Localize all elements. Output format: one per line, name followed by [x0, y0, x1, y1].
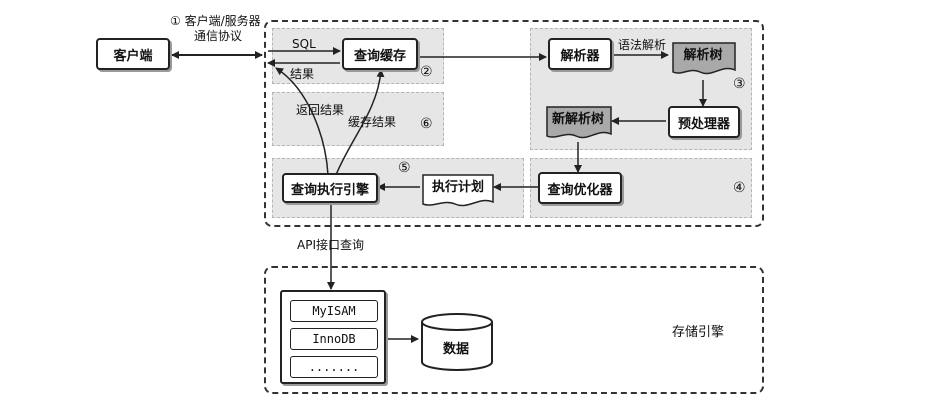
data-label: 数据 — [442, 342, 469, 357]
engine-myisam-label: MyISAM — [312, 304, 356, 318]
step-5: ⑤ — [398, 160, 411, 176]
new-parse-tree-shape — [546, 106, 612, 139]
parse-tree-shape — [672, 42, 736, 75]
engine-more: ....... — [290, 356, 378, 378]
exec-plan-shape — [422, 174, 494, 207]
query-cache-label: 查询缓存 — [353, 48, 406, 64]
client-node: 客户端 — [96, 38, 170, 70]
protocol-label-line2: 通信协议 — [194, 29, 243, 43]
data-node: 数据 — [420, 312, 493, 372]
new-parse-tree-node: 新解析树 — [544, 104, 612, 144]
api-query-label: API接口查询 — [297, 238, 364, 252]
step-3: ③ — [733, 76, 746, 92]
parser-node: 解析器 — [548, 38, 612, 70]
engine-innodb-label: InnoDB — [312, 332, 356, 346]
protocol-label-line1: ① 客户端/服务器 — [170, 14, 261, 28]
database-icon — [421, 313, 493, 371]
cache-result-label: 缓存结果 — [348, 115, 397, 129]
step-6: ⑥ — [420, 116, 433, 132]
server-container — [264, 20, 764, 227]
exec-plan-node: 执行计划 — [420, 172, 496, 212]
step-2: ② — [420, 64, 433, 80]
result-label: 结果 — [290, 67, 315, 81]
query-cache-node: 查询缓存 — [342, 38, 418, 70]
client-label: 客户端 — [113, 48, 153, 64]
parse-tree-node: 解析树 — [670, 40, 736, 80]
sql-label: SQL — [292, 37, 316, 51]
panel-cache-result — [272, 92, 444, 146]
preprocessor-node: 预处理器 — [668, 106, 740, 138]
exec-engine-label: 查询执行引擎 — [290, 182, 369, 198]
syntax-parse-label: 语法解析 — [618, 38, 667, 52]
preprocessor-label: 预处理器 — [677, 116, 730, 132]
optimizer-label: 查询优化器 — [547, 182, 613, 198]
optimizer-node: 查询优化器 — [538, 172, 622, 204]
parser-label: 解析器 — [560, 48, 600, 64]
engine-more-label: ....... — [308, 360, 360, 374]
storage-engine-container — [264, 266, 764, 394]
return-result-label: 返回结果 — [296, 103, 345, 117]
parse-tree-label: 解析树 — [683, 47, 723, 63]
new-parse-tree-label: 新解析树 — [551, 111, 604, 127]
storage-engine-label: 存储引擎 — [672, 325, 725, 340]
engine-myisam: MyISAM — [290, 300, 378, 322]
engine-innodb: InnoDB — [290, 328, 378, 350]
exec-plan-label: 执行计划 — [431, 179, 484, 195]
step-4: ④ — [733, 180, 746, 196]
exec-engine-node: 查询执行引擎 — [282, 173, 378, 203]
